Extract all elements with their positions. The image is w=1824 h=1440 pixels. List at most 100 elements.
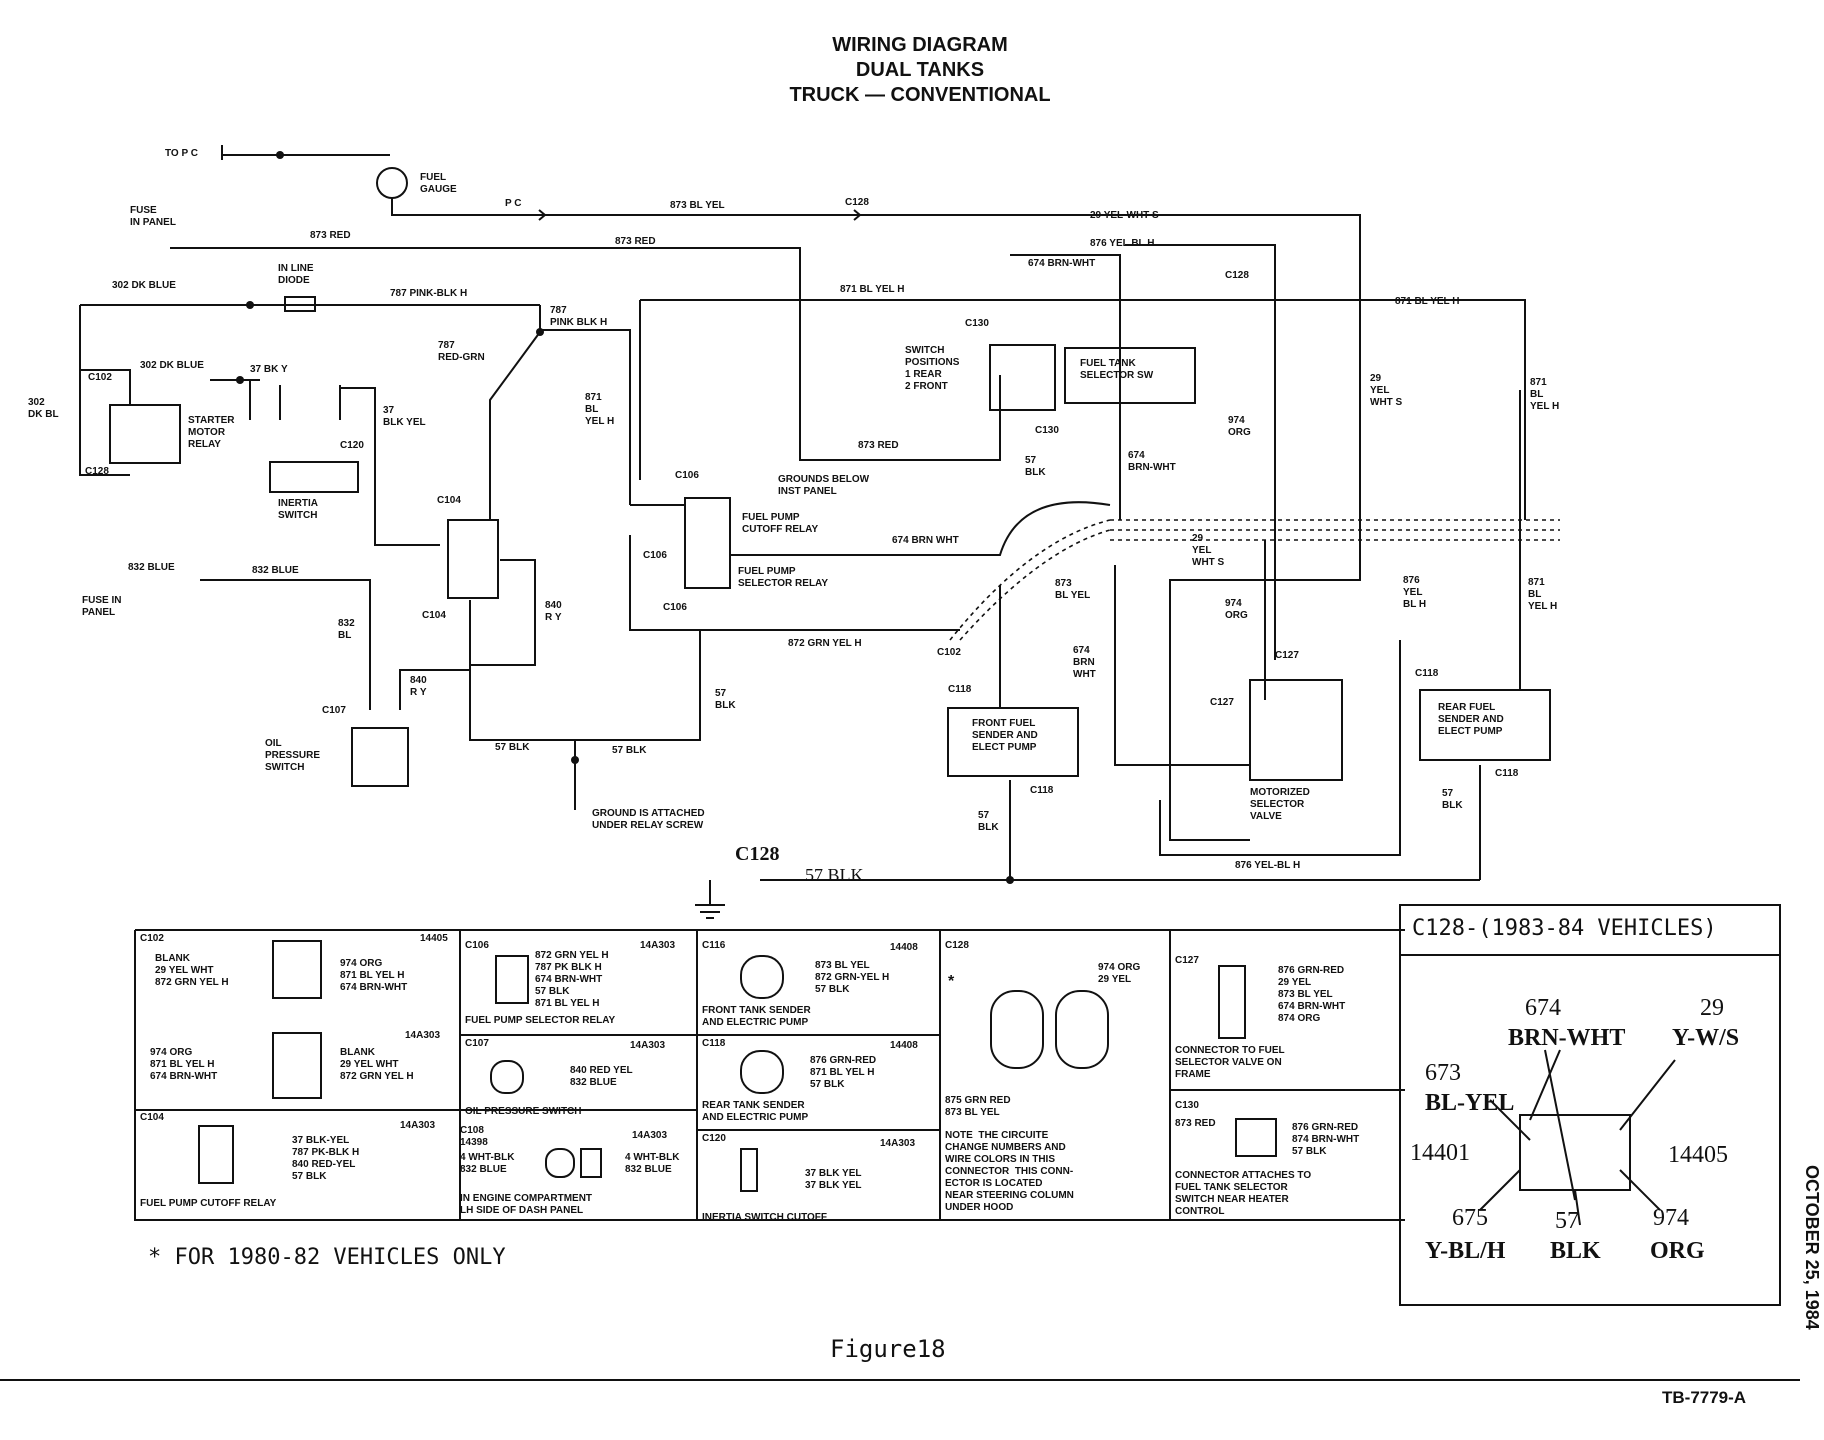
label-pc: P C [505, 198, 522, 209]
inset-bl-yel: BL-YEL [1425, 1090, 1515, 1116]
c128-star: * [948, 973, 955, 990]
c128-connector-left [990, 990, 1044, 1069]
c108-num: 14A303 [632, 1130, 668, 1141]
c104-connector [198, 1125, 234, 1184]
label-840-ry: 840 R Y [545, 600, 562, 623]
label-876-yel-bl-3: 876 YEL-BL H [1235, 860, 1301, 871]
inset-y-w-s: Y-W/S [1672, 1025, 1740, 1051]
label-873-bl-yel-2: 873 BL YEL [1055, 578, 1091, 601]
label-57-blk-3: 57 BLK [495, 742, 530, 753]
c108-right: 4 WHT-BLK 832 BLUE [625, 1152, 680, 1175]
label-oil-pressure-switch: OIL PRESSURE SWITCH [265, 738, 321, 773]
label-c130-bottom: C130 [1035, 425, 1059, 436]
inset-y-bl-h: Y-BL/H [1425, 1238, 1506, 1264]
label-832-blue-1: 832 BLUE [128, 562, 175, 573]
diagram-title: WIRING DIAGRAM DUAL TANKS TRUCK — CONVEN… [789, 34, 1051, 106]
label-in-line-diode: IN LINE DIODE [278, 263, 314, 286]
inset-29: 29 [1700, 995, 1724, 1021]
c118-id: C118 [702, 1038, 726, 1049]
c106-connector [495, 955, 529, 1004]
label-c128-left: C128 [85, 466, 109, 477]
c127-text: 876 GRN-RED 29 YEL 873 BL YEL 674 BRN-WH… [1278, 965, 1346, 1024]
inset-974: 974 [1653, 1205, 1689, 1231]
label-c127-mid: C127 [1210, 697, 1234, 708]
c127-connector [1218, 965, 1246, 1039]
label-871-bl-yel-5: 871 BL YEL H [1528, 577, 1558, 612]
label-29-yel-wht-3: 29 YEL WHT S [1192, 533, 1225, 568]
c106-text: 872 GRN YEL H 787 PK BLK H 674 BRN-WHT 5… [535, 950, 609, 1009]
label-840-ry-2: 840 R Y [410, 675, 427, 698]
c130-caption: CONNECTOR ATTACHES TO FUEL TANK SELECTOR… [1175, 1170, 1312, 1217]
c104-id: C104 [140, 1112, 164, 1123]
c104-caption: FUEL PUMP CUTOFF RELAY [140, 1198, 277, 1209]
label-57-blk-5: 57 BLK [978, 810, 999, 833]
c108-caption: IN ENGINE COMPARTMENT LH SIDE OF DASH PA… [460, 1193, 593, 1216]
c128-connector-right [1055, 990, 1109, 1069]
c120-num: 14A303 [880, 1138, 916, 1149]
label-674-brn-wht-top: 674 BRN-WHT [1028, 258, 1096, 269]
label-fuse-in-panel-2: FUSE IN PANEL [82, 595, 122, 618]
c116-caption: FRONT TANK SENDER AND ELECTRIC PUMP [702, 1005, 811, 1028]
c130-id: C130 [1175, 1100, 1199, 1111]
c116-id: C116 [702, 940, 726, 951]
label-873-red-2: 873 RED [615, 236, 656, 247]
label-fuel-tank-selector-sw: FUEL TANK SELECTOR SW [1080, 358, 1154, 381]
c106-id: C106 [465, 940, 489, 951]
c102-a-right: 974 ORG 871 BL YEL H 674 BRN-WHT [340, 958, 408, 993]
c128-id: C128 [945, 940, 969, 951]
c102-a-connector [272, 940, 322, 999]
figure-label: Figure18 [830, 1335, 946, 1363]
label-c104-top: C104 [437, 495, 461, 506]
c127-id: C127 [1175, 955, 1199, 966]
c108-connector-left [545, 1148, 575, 1178]
label-inertia-switch: INERTIA SWITCH [278, 498, 318, 521]
tb-number: TB-7779-A [1662, 1388, 1747, 1407]
c116-text: 873 BL YEL 872 GRN-YEL H 57 BLK [815, 960, 890, 995]
inset-673: 673 [1425, 1060, 1461, 1086]
c102-a-left: BLANK 29 YEL WHT 872 GRN YEL H [155, 953, 229, 988]
label-switch-positions: SWITCH POSITIONS 1 REAR 2 FRONT [905, 345, 960, 392]
label-57-blk-4: 57 BLK [612, 745, 647, 756]
c107-num: 14A303 [630, 1040, 666, 1051]
inset-674: 674 [1525, 995, 1561, 1021]
inset-org: ORG [1650, 1238, 1705, 1264]
label-c128-ground: C128 [735, 843, 780, 865]
label-302-dk-blue-2: 302 DK BLUE [140, 360, 204, 371]
c120-caption: INERTIA SWITCH CUTOFF [702, 1212, 827, 1223]
label-29-yel-wht-2: 29 YEL WHT S [1370, 373, 1403, 408]
label-871-bl-yel-2: 871 BL YEL H [1395, 296, 1460, 307]
c106-caption: FUEL PUMP SELECTOR RELAY [465, 1015, 616, 1026]
side-date: OCTOBER 25, 1984 [1802, 1165, 1822, 1330]
label-c102-mid: C102 [937, 647, 961, 658]
label-974-org: 974 ORG [1228, 415, 1251, 438]
c120-text: 37 BLK YEL 37 BLK YEL [805, 1168, 862, 1191]
label-c118-right: C118 [1415, 668, 1439, 679]
c108-id: C108 [460, 1125, 484, 1136]
c120-id: C120 [702, 1133, 726, 1144]
c104-num: 14A303 [400, 1120, 436, 1131]
c102-b-num: 14A303 [405, 1030, 441, 1041]
c107-caption: OIL PRESSURE SWITCH [465, 1106, 582, 1117]
label-832-blue-2: 832 BLUE [252, 565, 299, 576]
label-to-pc: TO P C [165, 148, 198, 159]
inset-brn-wht: BRN-WHT [1508, 1025, 1626, 1051]
label-c130-top: C130 [965, 318, 989, 329]
c107-text: 840 RED YEL 832 BLUE [570, 1065, 633, 1088]
label-c127-top: C127 [1275, 650, 1299, 661]
label-fuel-pump-selector-relay: FUEL PUMP SELECTOR RELAY [738, 566, 829, 589]
label-c102-left: C102 [88, 372, 112, 383]
label-fuel-pump-cutoff-relay: FUEL PUMP CUTOFF RELAY [742, 512, 819, 535]
label-c106-bottom: C106 [663, 602, 687, 613]
label-876-yel-bl: 876 YEL BL H [1090, 238, 1155, 249]
label-rear-fuel: REAR FUEL SENDER AND ELECT PUMP [1438, 702, 1504, 737]
label-787-pink-blk: 787 PINK-BLK H [390, 288, 468, 299]
label-fuse-in-panel-1: FUSE IN PANEL [130, 205, 176, 228]
label-grounds-below: GROUNDS BELOW INST PANEL [778, 474, 870, 497]
c118-text: 876 GRN-RED 871 BL YEL H 57 BLK [810, 1055, 877, 1090]
label-29-yel-wht: 29 YEL-WHT S [1090, 210, 1159, 221]
inset-14405: 14405 [1668, 1142, 1728, 1168]
c106-num: 14A303 [640, 940, 676, 951]
inset-14401: 14401 [1410, 1140, 1470, 1166]
